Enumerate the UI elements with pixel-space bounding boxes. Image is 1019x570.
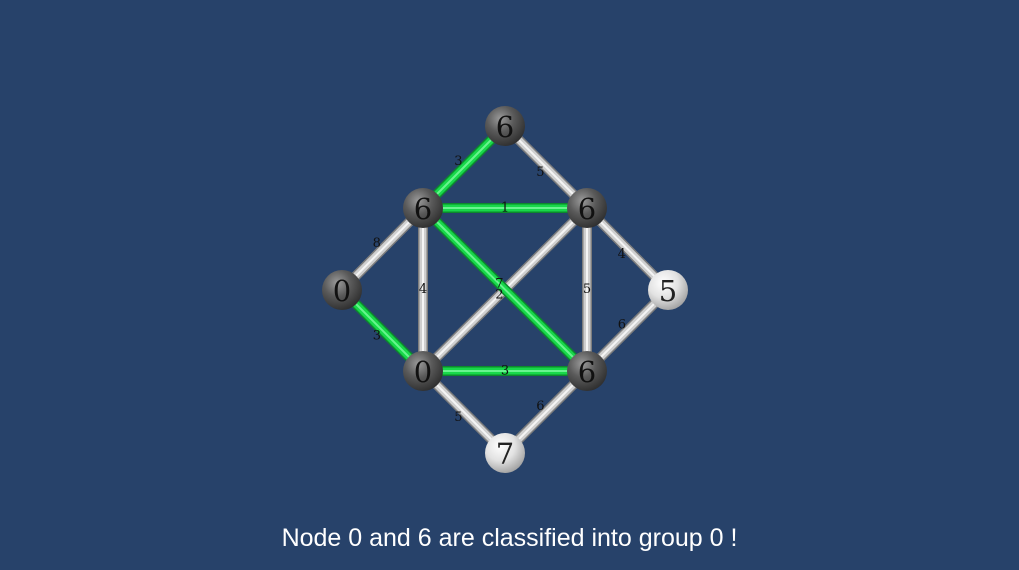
edge-weights-layer: 3 5 1 8 4 27 5 4 3 3 6 5 6 — [373, 154, 626, 425]
edge-weight-label: 4 — [419, 282, 427, 297]
edges-layer — [337, 121, 673, 458]
edge-weight-label: 1 — [501, 201, 509, 216]
node-far-right[interactable]: 5 — [648, 270, 688, 310]
edge-weight-label: 8 — [373, 236, 381, 251]
edge-weight-label: 5 — [536, 165, 544, 180]
node-label: 0 — [333, 274, 351, 308]
node-upper-right[interactable]: 6 — [567, 188, 607, 228]
edge-weight-label: 5 — [454, 410, 462, 425]
node-label: 7 — [496, 437, 514, 471]
edge-weight-label: 3 — [501, 364, 509, 379]
edge-upper-left-lower-right — [418, 203, 592, 376]
node-top[interactable]: 6 — [485, 106, 525, 146]
node-label: 6 — [496, 110, 514, 144]
status-message: Node 0 and 6 are classified into group 0… — [281, 524, 738, 552]
edge-weight-label: 7 — [495, 276, 503, 291]
node-lower-left[interactable]: 0 — [403, 351, 443, 391]
node-far-left[interactable]: 0 — [322, 270, 362, 310]
node-lower-right[interactable]: 6 — [567, 351, 607, 391]
edge-weight-label: 3 — [454, 154, 462, 169]
node-label: 5 — [659, 274, 677, 308]
edge-weight-label: 2 — [495, 288, 503, 303]
edge-weight-label: 6 — [536, 399, 544, 414]
node-label: 6 — [578, 355, 596, 389]
edge-weight-label: 4 — [618, 247, 626, 262]
node-bottom[interactable]: 7 — [485, 433, 525, 473]
edge-weight-label: 6 — [618, 317, 626, 332]
edge-weight-label: 3 — [373, 329, 381, 344]
nodes-layer: 6 6 6 0 5 0 6 7 — [322, 106, 688, 473]
node-label: 6 — [578, 192, 596, 226]
edge-weight-label: 5 — [583, 282, 591, 297]
node-label: 6 — [414, 192, 432, 226]
node-label: 0 — [414, 355, 432, 389]
node-upper-left[interactable]: 6 — [403, 188, 443, 228]
